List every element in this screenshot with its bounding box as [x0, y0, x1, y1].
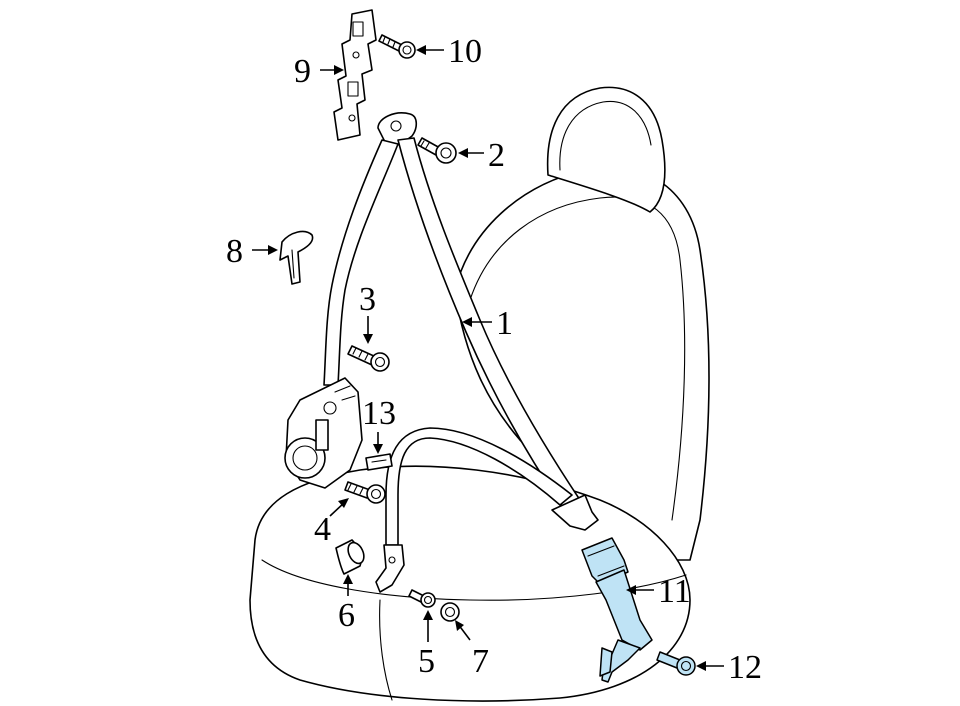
leader-lines	[252, 45, 724, 671]
callout-8: 8	[226, 233, 243, 270]
callout-10: 10	[448, 33, 482, 70]
callout-4: 4	[314, 511, 331, 548]
bolt-4	[344, 481, 386, 504]
seat-cushion-side-line	[379, 599, 393, 701]
d-ring-guide	[377, 112, 418, 146]
cap-7	[440, 602, 460, 622]
buckle-assembly	[581, 537, 653, 683]
callout-6: 6	[338, 597, 355, 634]
shoulder-belt-upper	[323, 139, 399, 386]
headrest	[546, 86, 666, 213]
bolt-2	[417, 137, 457, 164]
callout-labels: 1 2 3 4 5 6 7 8 9 10 11 12 13	[226, 33, 762, 686]
callout-11: 11	[658, 573, 691, 610]
callout-1: 1	[496, 305, 513, 342]
retractor	[284, 377, 363, 489]
callout-7: 7	[472, 643, 489, 680]
bolt-10	[378, 34, 416, 59]
height-adjuster	[333, 9, 377, 141]
seat-back-bolster-line	[469, 196, 686, 521]
bolt-12	[656, 651, 696, 676]
seat-belt-webbing	[323, 112, 599, 593]
callout-3: 3	[359, 281, 376, 318]
lower-anchor	[375, 544, 405, 593]
belt-tongue	[551, 494, 599, 531]
callout-12: 12	[728, 649, 762, 686]
headrest-line	[559, 100, 652, 171]
bolt-3	[347, 345, 390, 372]
bolt-5	[408, 589, 436, 608]
clip-8	[279, 230, 314, 285]
label-13	[365, 453, 393, 471]
spacer-6	[335, 539, 365, 575]
callout-5: 5	[418, 643, 435, 680]
callout-13: 13	[362, 395, 396, 432]
callout-9: 9	[294, 53, 311, 90]
callout-2: 2	[488, 137, 505, 174]
